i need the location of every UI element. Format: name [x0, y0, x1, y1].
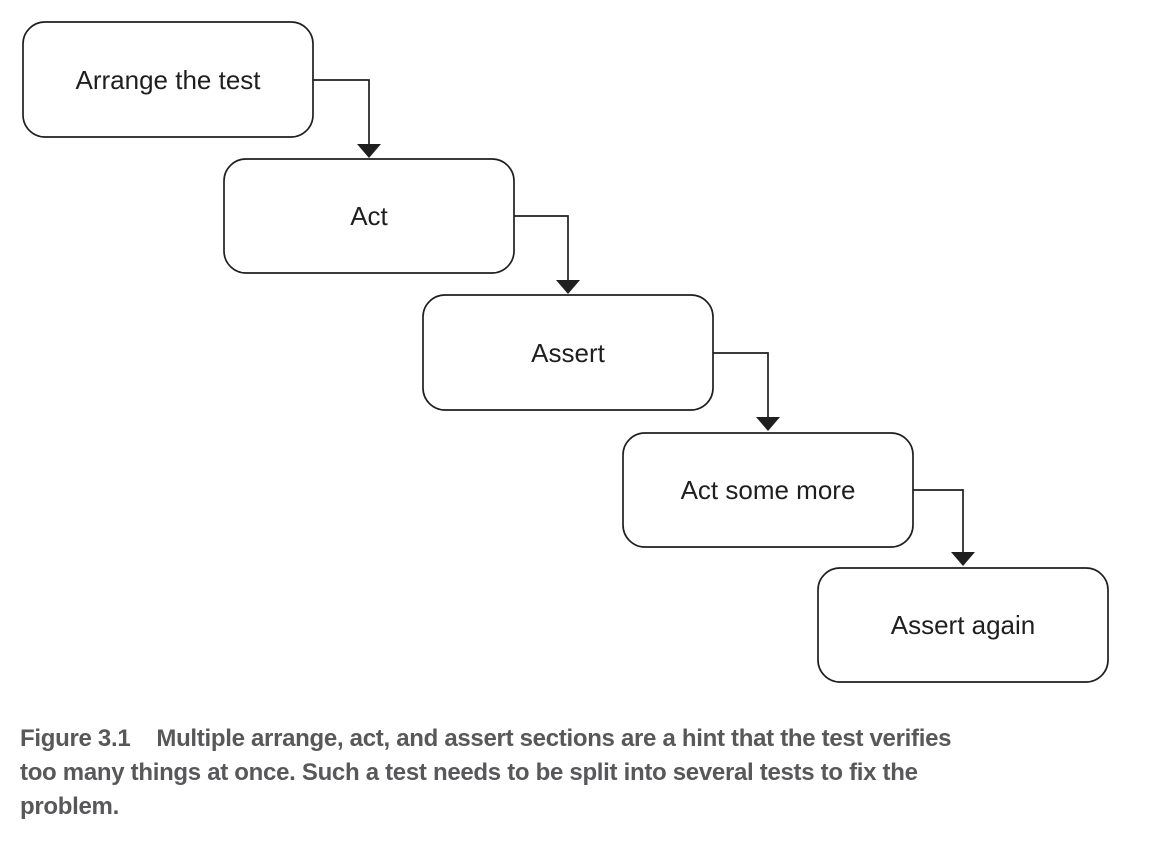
arrowhead: [951, 552, 975, 566]
flow-node-box: [622, 432, 914, 548]
caption-line-1-text: Multiple arrange, act, and assert sectio…: [156, 725, 952, 752]
flow-node-box: [422, 294, 714, 411]
flow-node-assert: Assert: [422, 294, 714, 411]
arrowhead: [756, 417, 780, 431]
flow-node-label: Arrange the test: [76, 65, 262, 95]
flow-node-box: [22, 21, 314, 138]
flow-node-arrange-the-test: Arrange the test: [22, 21, 314, 138]
connector-line: [913, 489, 964, 553]
flow-node-label: Act: [350, 201, 388, 231]
flow-node-label: Act some more: [681, 475, 856, 505]
connector-act-some-more-to-assert-again: [913, 489, 975, 566]
flow-node-assert-again: Assert again: [817, 567, 1109, 683]
flow-node-box: [817, 567, 1109, 683]
flow-node-act-some-more: Act some more: [622, 432, 914, 548]
arrowhead: [556, 280, 580, 294]
flow-node-act: Act: [223, 158, 515, 274]
figure-caption: Figure 3.1 Multiple arrange, act, and ass…: [20, 722, 1130, 824]
caption-line-3: problem.: [20, 793, 119, 820]
flow-node-box: [223, 158, 515, 274]
figure-number: Figure 3.1: [20, 725, 131, 752]
connector-act-to-assert: [514, 215, 580, 294]
connector-line: [313, 79, 370, 145]
connector-assert-to-act-some-more: [713, 352, 780, 431]
caption-line-1: Figure 3.1 Multiple arrange, act, and ass…: [20, 722, 1130, 756]
connector-line: [713, 352, 769, 418]
connector-line: [514, 215, 569, 281]
flow-node-label: Assert: [531, 338, 605, 368]
connector-arrange-to-act: [313, 79, 381, 158]
flow-node-label: Assert again: [891, 610, 1036, 640]
arrowhead: [357, 144, 381, 158]
caption-line-2: too many things at once. Such a test nee…: [20, 759, 918, 786]
flow-diagram: Arrange the test Act Assert Act some mor…: [22, 21, 1109, 683]
